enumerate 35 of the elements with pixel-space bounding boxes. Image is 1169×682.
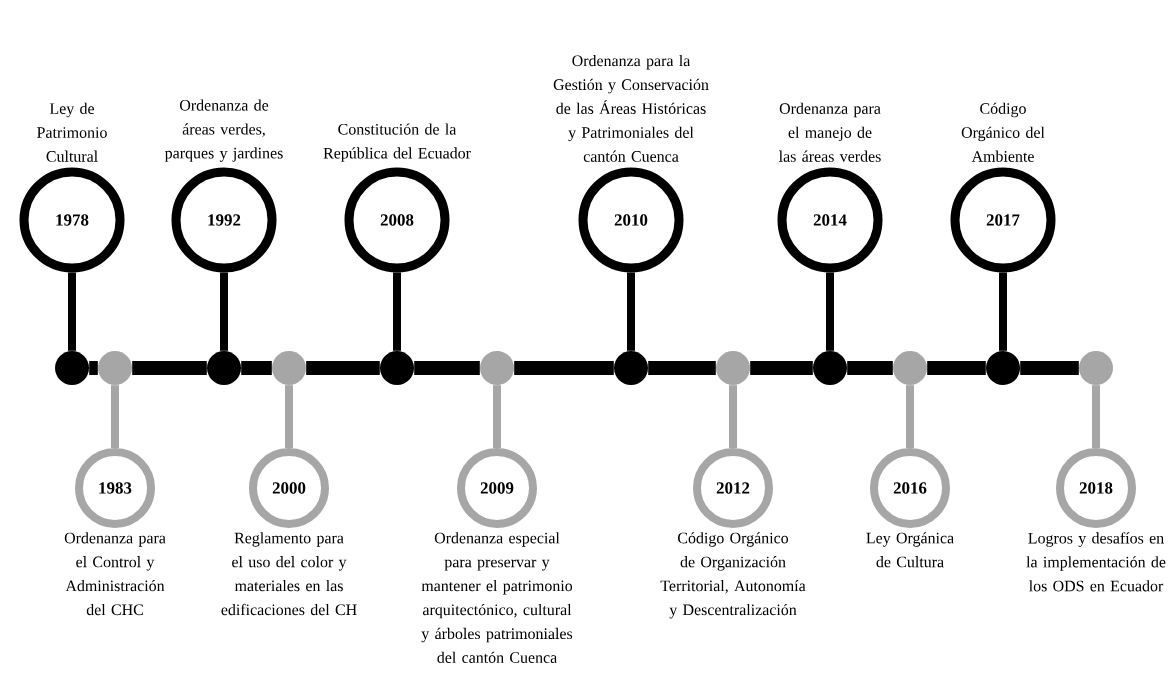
timeline-dot	[716, 351, 750, 385]
timeline-dot	[207, 351, 241, 385]
timeline-dot	[55, 351, 89, 385]
event-description: Reglamento para el uso del color y materiales en las edificaciones del CH	[221, 532, 357, 616]
timeline-dot	[893, 351, 927, 385]
timeline-bar	[241, 361, 272, 375]
timeline-bar	[514, 361, 614, 375]
event-description: Ordenanza para el Control y Administración del CHC	[64, 532, 166, 616]
event-description: Logros y desafíos en la implementación de los ODS en Ecuador	[1026, 532, 1166, 592]
timeline-bar	[1020, 361, 1079, 375]
timeline-dot	[1079, 351, 1113, 385]
timeline-bar	[750, 361, 813, 375]
event-description: Ordenanza para el manejo de las áreas verdes	[779, 102, 881, 162]
timeline-bar	[132, 361, 207, 375]
timeline-dot	[380, 351, 414, 385]
timeline-dot	[614, 351, 648, 385]
timeline-bar	[847, 361, 893, 375]
timeline-bar	[414, 361, 480, 375]
event-description: Constitución de la República del Ecuador	[323, 123, 471, 162]
event-description: Ordenanza especial para preservar y mantener el patrimonio arquitectónico, cultural y árboles patrimoniales del cantón Cuenca	[421, 532, 573, 663]
event-description: Ordenanza de áreas verdes, parques y jardines	[164, 99, 283, 162]
timeline-dot	[986, 351, 1020, 385]
timeline-dot	[98, 351, 132, 385]
event-description: Código Orgánico de Organización Territorial, Autonomía y Descentralización	[660, 532, 806, 619]
timeline-bar	[648, 361, 716, 375]
timeline-dot	[813, 351, 847, 385]
timeline-bar	[927, 361, 986, 375]
event-description: Ley Orgánica de Cultura	[866, 532, 954, 568]
event-description: Ordenanza para la Gestión y Conservación de las Áreas Históricas y Patrimoniales del cantón Cuenca	[553, 54, 709, 162]
timeline-bar	[306, 361, 380, 375]
event-description: Código Orgánico del Ambiente	[961, 102, 1045, 162]
timeline-bar	[89, 361, 98, 375]
timeline-dot	[480, 351, 514, 385]
timeline-dot	[272, 351, 306, 385]
event-description: Ley de Patrimonio Cultural	[37, 102, 107, 162]
